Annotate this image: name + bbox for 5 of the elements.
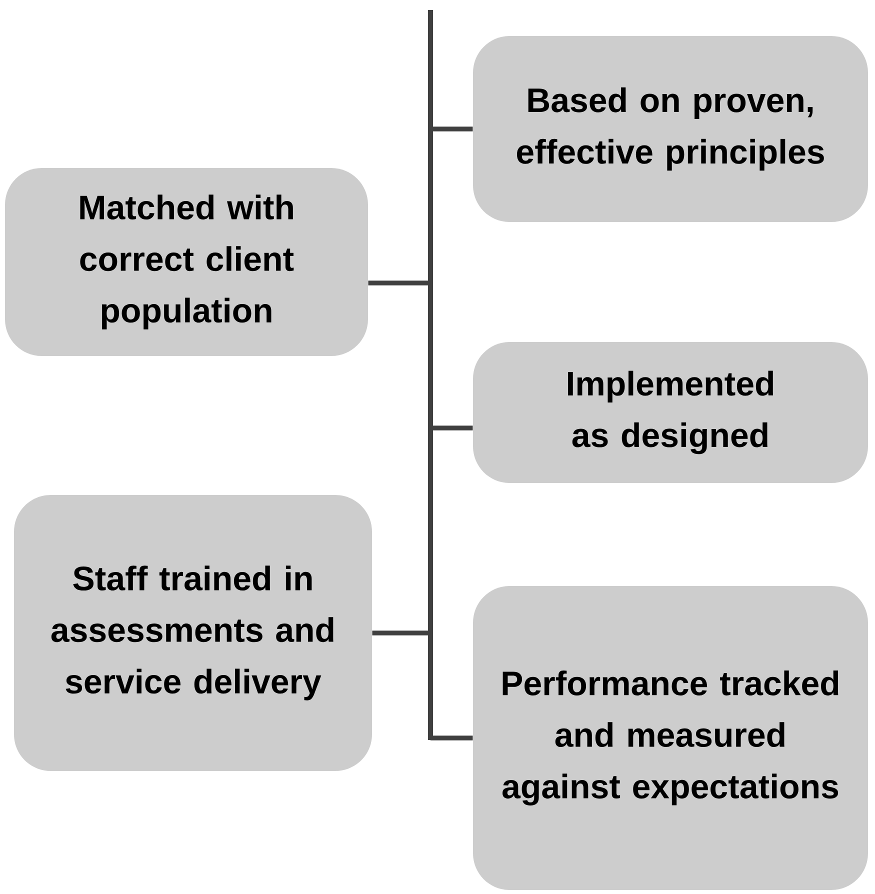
rounded-box: Matched with correct client population [5,168,368,356]
rounded-box: Performance tracked and measured against expectations [473,586,868,890]
rounded-box: Implemented as designed [473,342,868,483]
rounded-box: Based on proven, effective principles [473,36,868,222]
rounded-box: Staff trained in assessments and service delivery [14,495,372,771]
